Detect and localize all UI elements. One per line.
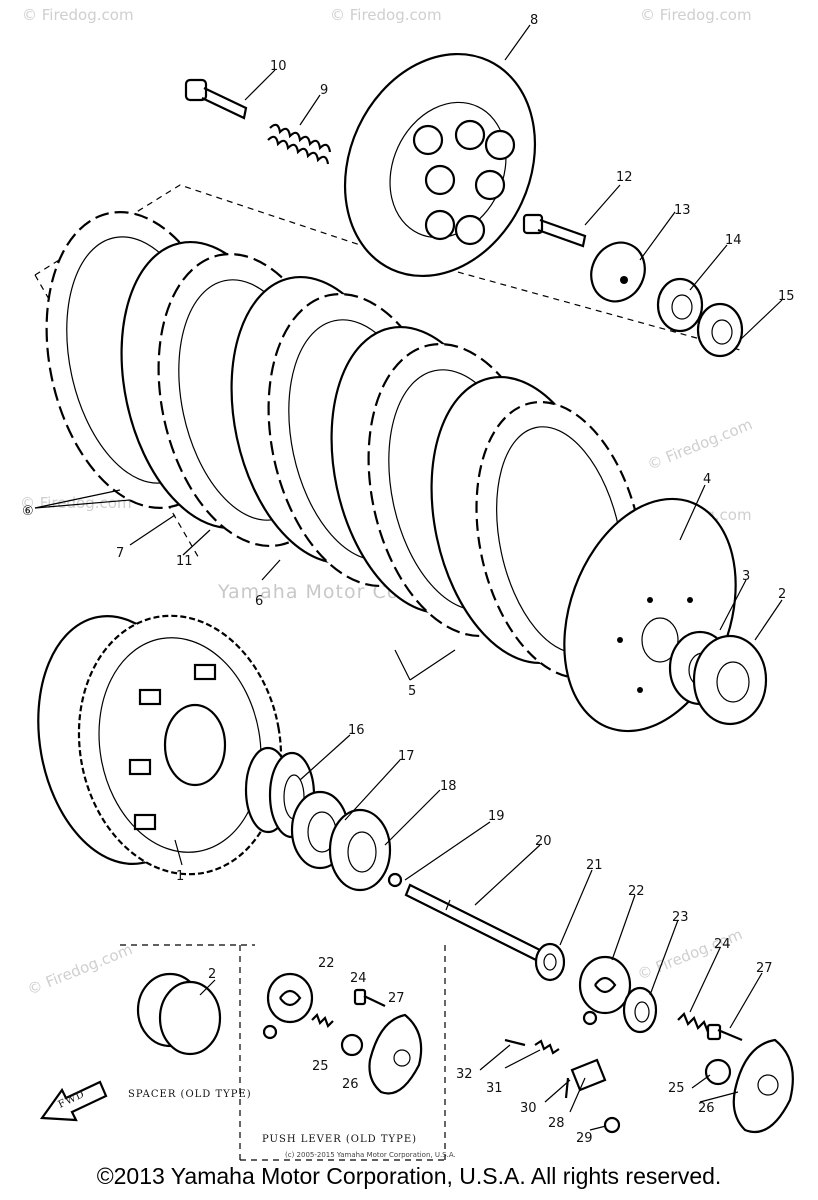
part-label-24: 24 [714, 937, 731, 952]
part-23-washer [622, 986, 658, 1034]
part-1-clutch-housing [37, 614, 283, 876]
part-label-18: 18 [440, 779, 457, 794]
part-label-19: 19 [488, 809, 505, 824]
part-label-28: 28 [548, 1116, 565, 1131]
part-label-31: 31 [486, 1081, 503, 1096]
part-15-washer [696, 302, 744, 358]
part-label-5: 5 [408, 684, 416, 699]
part-label-14: 14 [725, 233, 742, 248]
part-32-pin [504, 1038, 526, 1047]
part-label-1: 1 [176, 869, 184, 884]
part-25-adjust-screw [704, 1058, 732, 1086]
watermark-brand: © Firedog.com [330, 6, 442, 24]
part-label-7: 7 [116, 546, 124, 561]
watermark-brand: © Firedog.com [25, 940, 135, 998]
part-label-9: 9 [320, 83, 328, 98]
part-label-10: 10 [270, 59, 287, 74]
inset-label-25: 25 [312, 1059, 329, 1074]
part-16-sleeve [244, 746, 316, 839]
part-12-push-rod [522, 213, 587, 248]
part-label-29: 29 [576, 1131, 593, 1146]
part-19-ball [387, 872, 403, 888]
part-13-nut [590, 241, 646, 303]
part-26-cover [732, 1038, 794, 1134]
watermark-brand: © Firedog.com [635, 925, 745, 983]
inset-label-27: 27 [388, 991, 405, 1006]
inset-old-type [120, 944, 446, 1161]
part-label-6: 6 [255, 594, 263, 609]
spacer-old-type-caption: SPACER (OLD TYPE) [128, 1089, 252, 1100]
copyright-notice: ©2013 Yamaha Motor Corporation, U.S.A. A… [96, 1163, 722, 1189]
part-29-pin [603, 1116, 621, 1134]
part-label-2: 2 [778, 587, 786, 602]
part-9-spring [267, 123, 332, 165]
part-label-21: 21 [586, 858, 603, 873]
part-label-20: 20 [535, 834, 552, 849]
watermark-brand: © Firedog.com [640, 6, 752, 24]
leader-lines [34, 24, 783, 1131]
part-label-11: 11 [176, 554, 193, 569]
part-label-15: 15 [778, 289, 795, 304]
part-14-washer [656, 277, 704, 333]
part-22-push-lever [578, 955, 632, 1026]
push-lever-old-type-caption: PUSH LEVER (OLD TYPE) [262, 1134, 417, 1145]
part-label-12: 12 [616, 170, 633, 185]
part-28-lever-arm [570, 1058, 607, 1092]
small-copyright-note: (c) 2005-2015 Yamaha Motor Corporation, … [285, 1151, 456, 1159]
part-27-screw [706, 1023, 743, 1042]
inset-label-26: 26 [342, 1077, 359, 1092]
watermark-brand: © Firedog.com [20, 494, 132, 512]
watermark-brand: © Firedog.com [645, 415, 755, 473]
part-2-washer [692, 634, 768, 726]
part-label-13: 13 [674, 203, 691, 218]
inset-label-24: 24 [350, 971, 367, 986]
part-10-bolt [184, 78, 248, 120]
part-label-32: 32 [456, 1067, 473, 1082]
inset-push-lever [262, 972, 423, 1095]
part-label-8: 8 [530, 13, 538, 28]
part-18-washer [328, 808, 392, 892]
inset-label-22: 22 [318, 956, 335, 971]
part-label-25: 25 [668, 1081, 685, 1096]
part-20-push-rod [404, 883, 542, 962]
part-8-pressure-plate [343, 52, 537, 278]
part-30-bolt [564, 1077, 570, 1099]
reference-marker: ⑥ [22, 504, 34, 519]
part-label-16: 16 [348, 723, 365, 738]
inset-spacer [136, 972, 222, 1056]
inset-label-2: 2 [208, 967, 216, 982]
part-label-23: 23 [672, 910, 689, 925]
part-label-30: 30 [520, 1101, 537, 1116]
forward-direction-arrow: FWD [39, 1080, 108, 1122]
part-label-4: 4 [703, 472, 711, 487]
watermark-brand: © Firedog.com [22, 6, 134, 24]
part-label-3: 3 [742, 569, 750, 584]
part-label-27: 27 [756, 961, 773, 976]
part-label-26: 26 [698, 1101, 715, 1116]
part-31-spring [534, 1039, 560, 1055]
part-label-22: 22 [628, 884, 645, 899]
part-21-oil-seal [534, 942, 566, 982]
part-label-17: 17 [398, 749, 415, 764]
part-number-labels: 8 10 9 12 13 14 15 ⑥ 7 11 6 5 4 3 2 16 1… [22, 13, 795, 1146]
